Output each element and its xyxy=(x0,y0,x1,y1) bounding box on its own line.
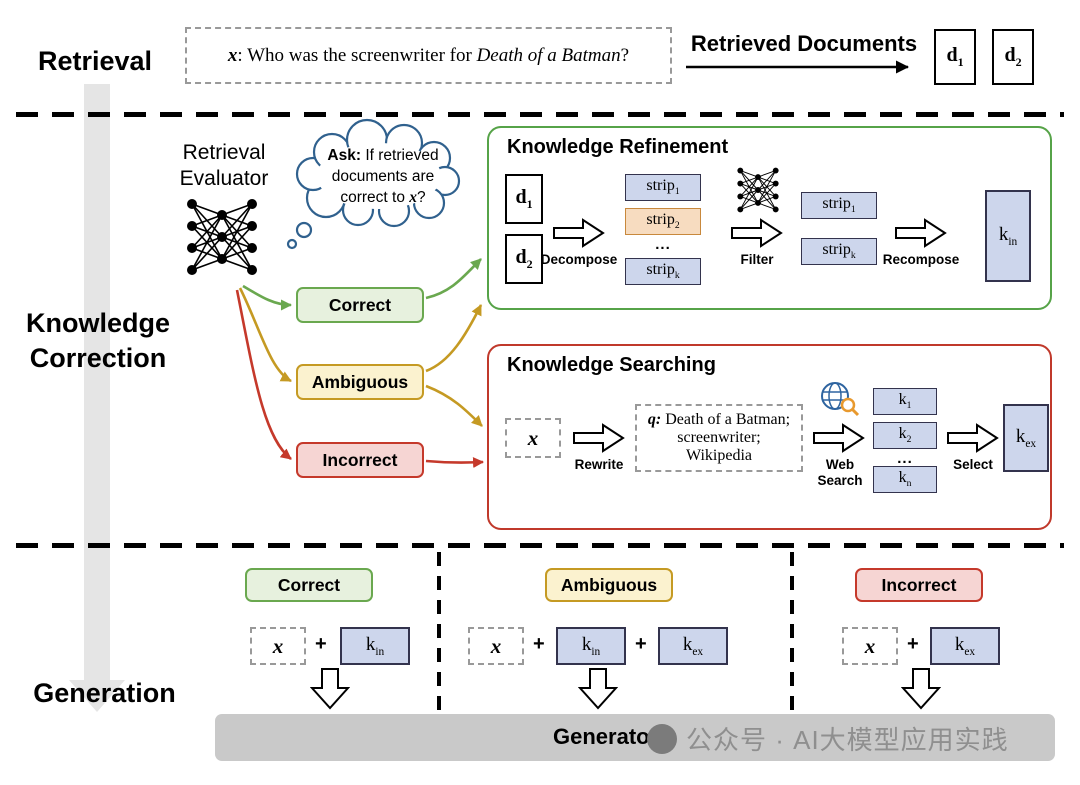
generation-incorrect-pill: Incorrect xyxy=(855,568,983,602)
kex-box: kex xyxy=(1003,404,1049,472)
stripk-box: stripk xyxy=(625,258,701,285)
knowledge-searching-panel: Knowledge Searching x Rewrite q: Death o… xyxy=(487,344,1052,530)
retrieved-documents-label: Retrieved Documents xyxy=(690,31,918,56)
filtered-strip1-box: strip1 xyxy=(801,192,877,219)
knowledge-searching-title: Knowledge Searching xyxy=(507,354,716,376)
retrieved-doc-d1: d1 xyxy=(934,29,976,85)
k2-box: k2 xyxy=(873,422,937,449)
query-text: x: Who was the screenwriter for Death of… xyxy=(227,44,630,66)
generation-correct-down-arrow xyxy=(311,668,349,709)
pipeline-arrow-head xyxy=(69,680,125,712)
web-search-globe-icon xyxy=(821,382,860,417)
generation-correct-kin-box: kin xyxy=(340,627,410,665)
decision-correct: Correct xyxy=(296,287,424,323)
pipeline-arrow-shaft xyxy=(84,84,110,682)
generator-label: Generator xyxy=(553,724,659,749)
filtered-stripk-box: stripk xyxy=(801,238,877,265)
searching-x-box: x xyxy=(505,418,561,458)
generation-correct-pill: Correct xyxy=(245,568,373,602)
strip2-box: strip2 xyxy=(625,208,701,235)
select-label: Select xyxy=(953,457,993,472)
kin-box: kin xyxy=(985,190,1031,282)
recompose-arrow-icon xyxy=(895,219,946,247)
query-box: x: Who was the screenwriter for Death of… xyxy=(185,27,672,84)
filter-network-icon xyxy=(736,167,780,213)
generation-incorrect-down-arrow xyxy=(902,668,940,709)
rewritten-query-box: q: Death of a Batman; screenwriter; Wiki… xyxy=(635,404,803,472)
generation-ambiguous-kin-box: kin xyxy=(556,627,626,665)
generation-correct-x-box: x xyxy=(250,627,306,665)
generation-incorrect-x-box: x xyxy=(842,627,898,665)
section-label-retrieval: Retrieval xyxy=(37,46,153,76)
plus-sign: + xyxy=(315,633,327,655)
plus-sign: + xyxy=(635,633,647,655)
refinement-doc-d2: d2 xyxy=(505,234,543,284)
strip1-box: strip1 xyxy=(625,174,701,201)
decision-incorrect: Incorrect xyxy=(296,442,424,478)
rewrite-arrow-icon xyxy=(573,424,624,452)
recompose-label: Recompose xyxy=(882,252,960,267)
generation-ambiguous-pill: Ambiguous xyxy=(545,568,673,602)
watermark-logo-icon xyxy=(647,723,677,754)
filter-label: Filter xyxy=(740,252,774,267)
generation-divider-2 xyxy=(790,552,794,718)
generation-ambiguous-x-box: x xyxy=(468,627,524,665)
filter-arrow-icon xyxy=(731,219,782,247)
knowledge-refinement-panel: Knowledge Refinement d1 d2 Decompose str… xyxy=(487,126,1052,310)
generation-incorrect-kex-box: kex xyxy=(930,627,1000,665)
section-label-knowledge-correction: Knowledge Correction xyxy=(25,308,170,373)
watermark-text: 公众号 · AI大模型应用实践 xyxy=(686,725,1009,755)
k-ellipsis: ... xyxy=(897,450,913,467)
retrieval-evaluator-label: Retrieval Evaluator xyxy=(179,141,269,191)
separator-retrieval-correction xyxy=(16,112,1064,117)
decompose-label: Decompose xyxy=(540,252,618,267)
generation-divider-1 xyxy=(437,552,441,718)
web-search-label: Web Search xyxy=(817,457,863,488)
watermark: 公众号 · AI大模型应用实践 xyxy=(647,720,1009,757)
web-search-arrow-icon xyxy=(813,424,864,452)
generation-ambiguous-kex-box: kex xyxy=(658,627,728,665)
kn-box: kn xyxy=(873,466,937,493)
rewrite-label: Rewrite xyxy=(574,457,624,472)
select-arrow-icon xyxy=(947,424,998,452)
thought-cloud-text: Ask: If retrieved documents are correct … xyxy=(327,147,439,206)
thought-cloud xyxy=(286,118,461,250)
plus-sign: + xyxy=(907,633,919,655)
knowledge-refinement-title: Knowledge Refinement xyxy=(507,136,729,158)
plus-sign: + xyxy=(533,633,545,655)
neural-network-icon xyxy=(186,198,258,276)
refinement-doc-d1: d1 xyxy=(505,174,543,224)
section-label-generation: Generation xyxy=(33,678,176,708)
strips-ellipsis: ... xyxy=(655,236,671,253)
separator-correction-generation xyxy=(16,543,1064,548)
decision-ambiguous: Ambiguous xyxy=(296,364,424,400)
retrieved-doc-d2: d2 xyxy=(992,29,1034,85)
k1-box: k1 xyxy=(873,388,937,415)
generator-bar: Generator 公众号 · AI大模型应用实践 xyxy=(215,714,1055,761)
decompose-arrow-icon xyxy=(553,219,604,247)
generation-ambiguous-down-arrow xyxy=(579,668,617,709)
